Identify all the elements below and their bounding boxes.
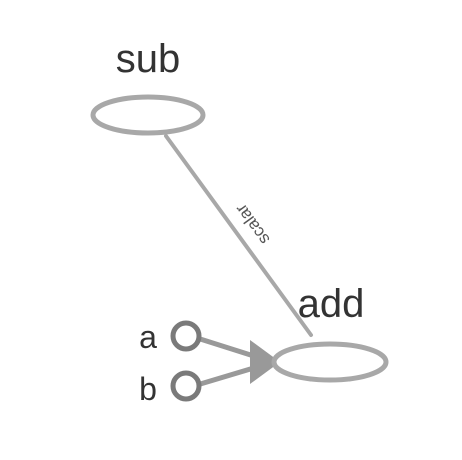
node-label-b: b [139,371,157,407]
op-node-ellipse [90,94,206,136]
input-node-a[interactable]: a [139,319,202,355]
edge-sub-to-add [164,134,313,337]
input-node-circle [170,320,202,352]
op-node-ellipse [271,341,389,383]
node-label-a: a [139,319,157,355]
edge-a-to-add [194,335,260,360]
input-node-circle [170,370,202,402]
node-add[interactable]: add [271,282,389,383]
arrowhead-icon [250,340,280,384]
node-label-sub: sub [116,37,181,81]
edge-label-scalar: scalar [231,200,273,248]
node-sub[interactable]: sub [90,37,206,136]
input-node-b[interactable]: b [139,370,202,407]
node-label-add: add [298,282,365,326]
edge-b-to-add [194,364,260,388]
